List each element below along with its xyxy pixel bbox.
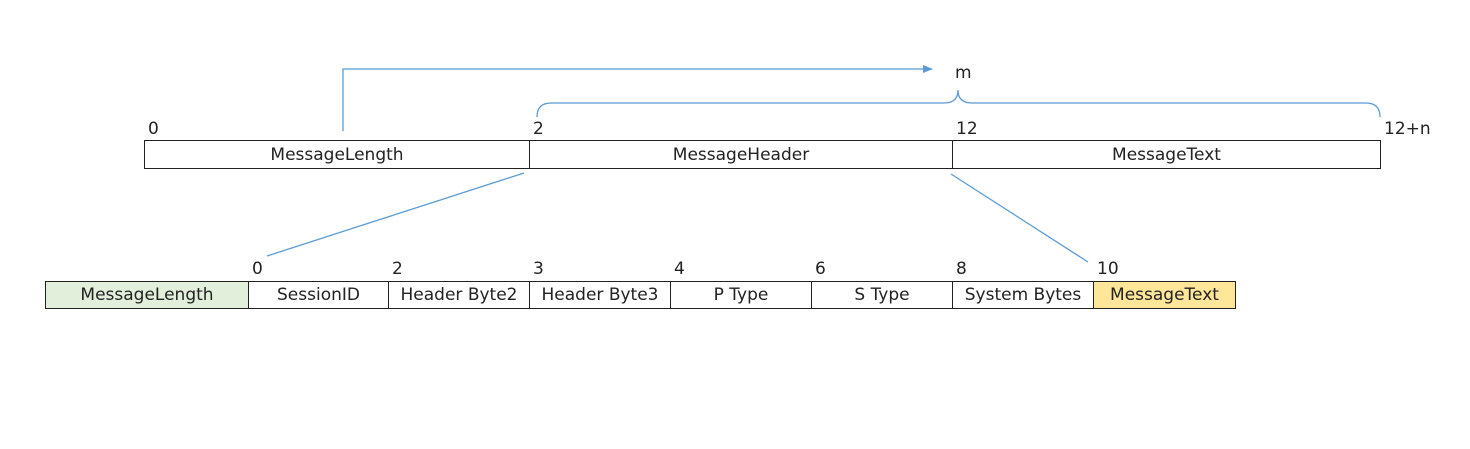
top-field-message-length: MessageLength [145, 141, 530, 168]
header-field-system-bytes: System Bytes [953, 282, 1094, 308]
message-header-detail-row: MessageLength SessionID Header Byte2 Hea… [45, 281, 1236, 309]
header-field-message-text: MessageText [1094, 282, 1235, 308]
m-label: m [955, 63, 972, 83]
header-field-p-type: P Type [671, 282, 812, 308]
header-offset-10: 10 [1097, 259, 1119, 279]
header-field-header-byte2: Header Byte2 [389, 282, 530, 308]
header-offset-8: 8 [956, 259, 967, 279]
header-field-header-byte3: Header Byte3 [530, 282, 671, 308]
header-offset-3: 3 [533, 259, 544, 279]
top-offset-0: 0 [148, 119, 159, 139]
top-field-message-text: MessageText [1112, 144, 1221, 165]
top-field-message-header: MessageHeader [530, 141, 953, 168]
top-offset-12-plus-n: 12+n [1384, 119, 1431, 139]
header-field-s-type: S Type [812, 282, 953, 308]
length-to-m-arrow [342, 65, 933, 131]
header-field-message-length: MessageLength [46, 282, 249, 308]
top-offset-2: 2 [533, 119, 544, 139]
length-span-brace [536, 89, 1381, 118]
header-offset-0: 0 [252, 259, 263, 279]
header-offset-4: 4 [674, 259, 685, 279]
header-offset-6: 6 [815, 259, 826, 279]
zoom-line-right [950, 173, 1089, 263]
top-offset-12: 12 [956, 119, 978, 139]
message-structure-row: MessageLength MessageHeader MessageText [144, 140, 1381, 169]
header-field-session-id: SessionID [249, 282, 389, 308]
zoom-line-left [266, 172, 525, 257]
header-offset-2: 2 [392, 259, 403, 279]
